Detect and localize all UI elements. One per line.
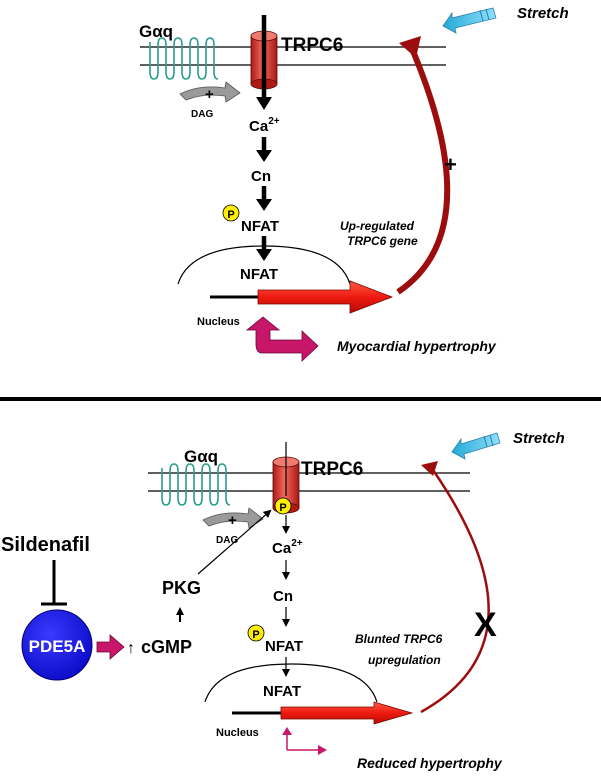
stretch-stripe-1 [483, 435, 488, 448]
channel-phospho-circle-icon [274, 497, 292, 515]
sildenafil-label: Sildenafil [1, 534, 90, 556]
phospho-circle-icon [247, 624, 265, 642]
outcome-label: Myocardial hypertrophy [337, 338, 497, 354]
galphaq-label: Gαq [139, 22, 173, 41]
stretch-stripe-2 [489, 434, 494, 447]
phospho-label: P [252, 629, 259, 641]
feedback-plus: + [444, 152, 457, 177]
pkg-to-channel-arrow [197, 509, 272, 575]
nfat-nuclear-label: NFAT [263, 683, 301, 700]
block-x: X [474, 606, 497, 644]
stretch-arrow-icon [442, 7, 497, 34]
nucleus-label: Nucleus [197, 316, 240, 328]
feedback-arrow [396, 42, 451, 295]
receptor-7tm-icon [149, 37, 219, 80]
dag-plus: + [205, 86, 214, 103]
stretch-stripe-2 [485, 8, 490, 21]
reduced-arrowhead-up [282, 727, 292, 735]
feedback-arrowhead [421, 461, 438, 476]
ca-to-cn-arrowhead [256, 150, 272, 162]
panel-b: Gαq + DAG TRPC6 P Ca2+ Cn P NFAT NFAT Bl… [1, 430, 565, 771]
cn-label: Cn [273, 588, 293, 605]
gene-label-line2: upregulation [368, 653, 441, 667]
stretch-stripe-1 [479, 9, 484, 22]
ca-label: Ca2+ [272, 538, 303, 557]
nfat-nuclear-label: NFAT [240, 266, 278, 283]
galphaq-label: Gαq [184, 447, 218, 466]
stretch-label: Stretch [513, 430, 565, 447]
up-arrow-label: ↑ [127, 640, 135, 657]
ca-label: Ca2+ [249, 116, 280, 135]
pde5a-to-cgmp-arrow-icon [96, 634, 125, 660]
trpc6-gene-arrow-icon [257, 280, 394, 314]
stretch-label: Stretch [517, 5, 569, 22]
nuclear-envelope [177, 245, 351, 285]
cn-to-nfat-arrowhead [256, 199, 272, 211]
hypertrophy-arrow-icon [245, 316, 319, 362]
dag-curved-arrow-icon [179, 81, 241, 103]
entry-arrow-head [256, 97, 272, 110]
reduced-hypertrophy-arrow [286, 731, 322, 751]
trpc6-gene-arrow-icon [280, 701, 414, 725]
gene-label-line1: Blunted TRPC6 [355, 632, 443, 646]
gene-label-line1: Up-regulated [340, 219, 415, 233]
nuclear-envelope [204, 663, 378, 703]
receptor-7tm-icon [161, 463, 231, 506]
feedback-arrow [420, 469, 490, 714]
reduced-arrowhead-right [318, 745, 327, 755]
feedback-arrowhead [399, 36, 421, 58]
gene-label-line2: TRPC6 gene [347, 234, 418, 248]
nfat-cytosol-label: NFAT [241, 218, 279, 235]
trpc6-label: TRPC6 [301, 459, 363, 480]
stretch-arrow-icon [451, 432, 501, 460]
dag-plus: + [228, 512, 237, 529]
cn-label: Cn [251, 168, 271, 185]
cgmp-label: cGMP [141, 637, 192, 657]
phospho-label: P [227, 209, 234, 221]
outcome-label: Reduced hypertrophy [357, 755, 503, 771]
pde5a-label: PDE5A [29, 637, 86, 656]
nucleus-label: Nucleus [216, 727, 259, 739]
pkg-label: PKG [162, 578, 201, 598]
panel-a: Gαq + DAG TRPC6 Ca2+ Cn P NFAT NFAT [139, 5, 569, 362]
pde5a-enzyme-icon [21, 609, 93, 681]
nfat-translocation-arrowhead [256, 249, 272, 261]
dag-label: DAG [191, 109, 213, 120]
dag-label: DAG [216, 535, 238, 546]
trpc6-label: TRPC6 [281, 35, 343, 56]
phospho-circle-icon [222, 204, 240, 222]
channel-phospho-label: P [279, 502, 286, 514]
nfat-cytosol-label: NFAT [265, 638, 303, 655]
